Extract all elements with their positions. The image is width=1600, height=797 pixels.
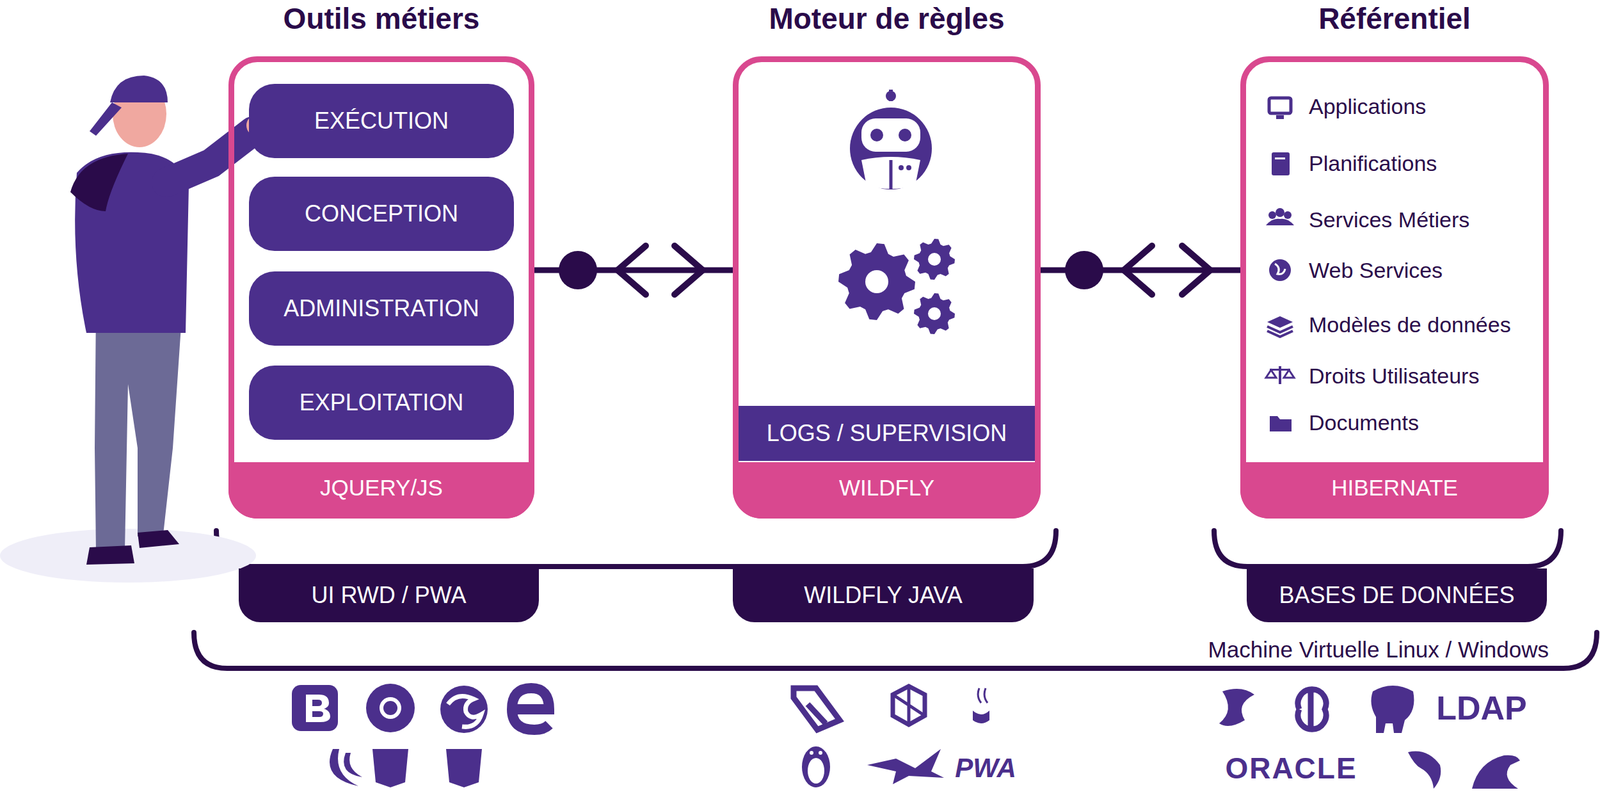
box-label: BASES DE DONNÉES (1278, 581, 1515, 609)
panel-footer: WILDFLY (732, 462, 1041, 519)
box-label: UI RWD / PWA (311, 581, 467, 609)
panel-footer: JQUERY/JS (228, 462, 535, 519)
connector-group (1040, 245, 1241, 295)
list-item: Web Services (1308, 256, 1540, 285)
panel-footer: HIBERNATE (1240, 462, 1549, 519)
arrowhead (674, 245, 703, 295)
tool-button: ADMINISTRATION (248, 271, 514, 346)
box-label: LOGS / SUPERVISION (766, 419, 1007, 447)
connector-dot (558, 250, 598, 290)
list-item: Documents (1308, 408, 1540, 437)
box-label: CONCEPTION (304, 200, 459, 228)
logo-text: PWA (940, 752, 1031, 784)
list-item: Services Métiers (1308, 205, 1540, 234)
robot-icon (849, 89, 932, 190)
list-item: Modèles de données (1308, 310, 1540, 339)
panel-heading: Outils métiers (208, 0, 555, 38)
panel: Outils métiersJQUERY/JSEXÉCUTIONCONCEPTI… (228, 56, 535, 519)
box-label: ADMINISTRATION (283, 295, 479, 322)
tool-button: EXÉCUTION (248, 83, 514, 159)
logo-text: ORACLE (1203, 751, 1380, 785)
bracket (193, 530, 1597, 669)
gears-icon (838, 238, 955, 335)
box-label: WILDFLY JAVA (803, 581, 962, 609)
panel: RéférentielApplicationsPlanificationsSer… (1240, 56, 1549, 519)
panel-heading: Moteur de règles (712, 0, 1061, 38)
platform-label: Machine Virtuelle Linux / Windows (1088, 635, 1549, 664)
box-label: EXPLOITATION (299, 389, 464, 416)
platform-band: WILDFLY JAVA (732, 568, 1034, 623)
panel-heading: Référentiel (1220, 0, 1569, 38)
platform-band: BASES DE DONNÉES (1246, 568, 1547, 623)
connector-group (534, 245, 733, 295)
list-item: Planifications (1308, 149, 1540, 178)
tech-logos (291, 683, 1520, 789)
list-item: Droits Utilisateurs (1308, 361, 1540, 390)
list-icons (1265, 97, 1295, 432)
logo-text: LDAP (1424, 689, 1540, 726)
list-item: Applications (1308, 92, 1540, 121)
box-label: EXÉCUTION (314, 107, 449, 135)
connector-dot (1064, 250, 1104, 290)
arrowhead (1182, 245, 1211, 295)
tool-button: CONCEPTION (248, 176, 514, 251)
panel: Moteur de règlesWILDFLYLOGS / SUPERVISIO… (732, 56, 1041, 519)
arrowhead (1123, 245, 1152, 295)
arrowhead (617, 245, 646, 295)
tool-button: EXPLOITATION (248, 365, 514, 440)
platform-band: UI RWD / PWA (238, 568, 539, 623)
logs-band: LOGS / SUPERVISION (738, 405, 1035, 461)
